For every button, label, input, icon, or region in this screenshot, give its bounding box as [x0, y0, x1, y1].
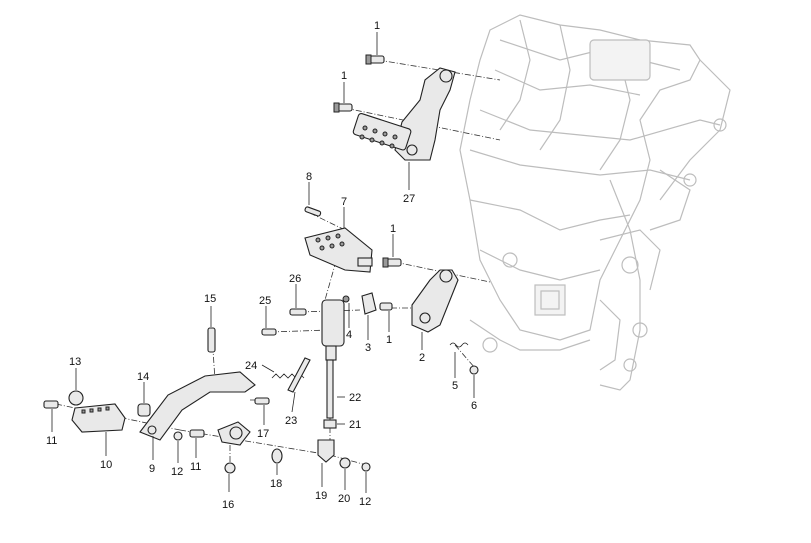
- brake-pedal: [139, 371, 256, 446]
- bolt-lower-2: [379, 302, 393, 311]
- callout-9: 9: [149, 463, 155, 475]
- plate-3: [361, 292, 377, 315]
- callout-3: 3: [365, 342, 371, 354]
- footpeg-bracket-lower: [411, 269, 459, 333]
- callout-1-upper: 1: [341, 70, 347, 82]
- callout-7: 7: [341, 196, 347, 208]
- footpeg-bracket-upper: [352, 67, 456, 161]
- leader-lines: [51, 32, 475, 493]
- callout-21: 21: [349, 419, 361, 431]
- bolt-15: [207, 327, 216, 353]
- bolt-26: [289, 308, 307, 316]
- callout-11-left: 11: [46, 435, 57, 447]
- nut-6: [469, 365, 479, 375]
- clevis-19: [317, 439, 335, 463]
- callout-12-right: 12: [359, 496, 371, 508]
- callout-24: 24: [245, 360, 257, 372]
- nut-12-left: [173, 431, 183, 441]
- callout-19: 19: [315, 490, 327, 502]
- callout-5: 5: [452, 380, 458, 392]
- bolt-upper-2: [333, 102, 353, 113]
- callout-13: 13: [69, 356, 81, 368]
- motorcycle-frame: [459, 14, 731, 391]
- callout-1-lower: 1: [386, 334, 392, 346]
- callout-17: 17: [257, 428, 269, 440]
- callout-23: 23: [285, 415, 297, 427]
- callout-11-mid: 11: [190, 461, 201, 473]
- push-rod-22: [326, 359, 334, 419]
- nut-21: [323, 419, 337, 429]
- callout-15: 15: [204, 293, 216, 305]
- brake-cylinder: [321, 295, 350, 361]
- callout-22: 22: [349, 392, 361, 404]
- washer-20: [339, 457, 351, 469]
- callout-16: 16: [222, 499, 234, 511]
- callout-14: 14: [137, 371, 149, 383]
- washer-18: [271, 448, 283, 464]
- callout-6: 6: [471, 400, 477, 412]
- bolt-11-mid: [189, 429, 205, 438]
- bolt-upper-1: [365, 54, 385, 65]
- footpeg-pin: [304, 206, 322, 217]
- callout-18: 18: [270, 478, 282, 490]
- callout-8: 8: [306, 171, 312, 183]
- pin-17: [254, 397, 270, 405]
- hose-23: [287, 357, 311, 393]
- nut-16: [224, 462, 236, 474]
- footpeg: [304, 227, 373, 273]
- spring-5: [449, 342, 469, 348]
- callout-1-mid: 1: [390, 223, 396, 235]
- callout-10: 10: [100, 459, 112, 471]
- pivot-13: [68, 390, 84, 406]
- callout-4: 4: [346, 329, 352, 341]
- callout-26: 26: [289, 273, 301, 285]
- callout-20: 20: [338, 493, 350, 505]
- callout-labels: 1 1 27 8 7 1 26 25 15 4 3 1 2 5 6 24 22 …: [46, 20, 477, 511]
- bolt-lower-1: [382, 257, 402, 268]
- bushing-14: [137, 403, 151, 417]
- callout-2: 2: [419, 352, 425, 364]
- callout-12-left: 12: [171, 466, 183, 478]
- brake-pedal-pad-10: [71, 403, 126, 433]
- callout-1-top: 1: [374, 20, 380, 32]
- callout-27: 27: [403, 193, 415, 205]
- nut-12-right: [361, 462, 371, 472]
- bolt-25: [261, 328, 277, 336]
- callout-25: 25: [259, 295, 271, 307]
- bolt-11-left: [43, 400, 59, 409]
